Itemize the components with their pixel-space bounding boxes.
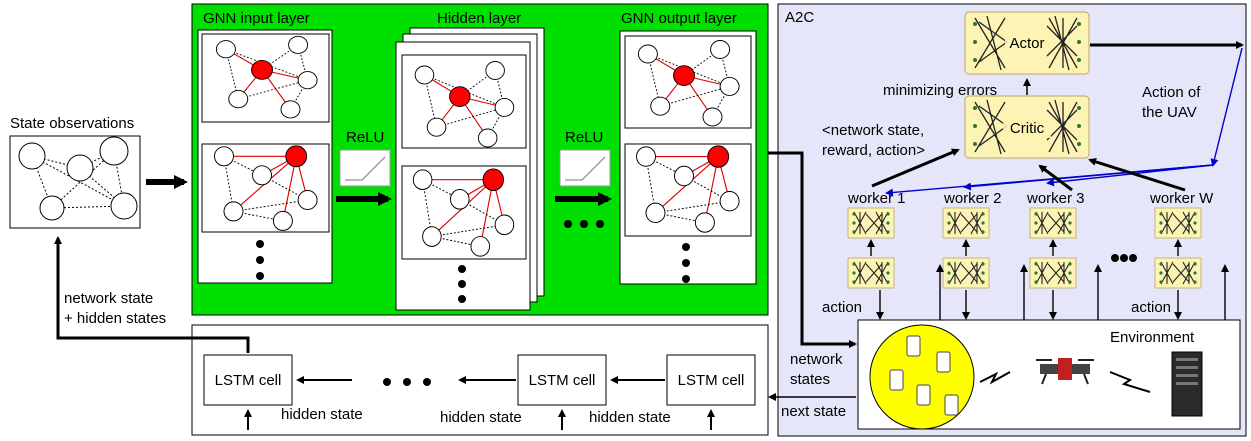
worker-1-networks — [847, 207, 895, 289]
hidden-layer-label: Hidden layer — [437, 10, 521, 27]
lstm-cell-1 — [203, 354, 293, 406]
ellipsis-dots-lstm — [383, 378, 431, 386]
worker-3-networks — [1029, 207, 1077, 289]
server-icon — [1171, 351, 1203, 417]
relu-plot-1 — [339, 149, 391, 187]
lightning-link-2 — [1109, 371, 1151, 393]
hidden-state-inputs — [244, 409, 715, 430]
action-label-worker-w: action — [1131, 299, 1171, 316]
lstm-cell-3 — [666, 354, 756, 406]
critic-label: Critic — [1010, 120, 1045, 137]
feedback-label-2: + hidden states — [64, 310, 166, 327]
worker-2-networks — [942, 207, 990, 289]
worker-label-2: worker 2 — [943, 190, 1002, 207]
critic-input-label-2: reward, action> — [822, 142, 925, 159]
uav-icon — [1036, 358, 1094, 385]
relu-plot-2 — [559, 149, 611, 187]
workers-to-critic-arrows — [871, 148, 1186, 192]
worker-label-w: worker W — [1149, 190, 1214, 207]
ellipsis-dots-gnn — [564, 220, 604, 228]
hidden-state-label-2: hidden state — [440, 409, 522, 426]
lstm-cell-label-2: LSTM cell — [529, 372, 596, 389]
lstm-to-observations-arrow — [54, 236, 250, 353]
hidden-layer — [395, 27, 545, 311]
worker-label-3: worker 3 — [1026, 190, 1085, 207]
network-states-label-1: network — [790, 351, 843, 368]
gnn-input-layer-label: GNN input layer — [203, 10, 310, 27]
action-of-uav-label-2: the UAV — [1142, 104, 1197, 121]
ellipsis-dots-workers — [1111, 254, 1137, 262]
action-label-worker-1: action — [822, 299, 862, 316]
network-states-label-2: states — [790, 371, 830, 388]
state-observations-graph — [9, 135, 141, 229]
environment-label: Environment — [1110, 329, 1195, 346]
gnn-input-layer — [197, 29, 333, 284]
lightning-link-1 — [979, 371, 1011, 385]
next-state-label: next state — [781, 403, 846, 420]
a2c-label: A2C — [785, 9, 814, 26]
lstm-cell-label-1: LSTM cell — [215, 372, 282, 389]
worker-w-networks — [1154, 207, 1202, 289]
lstm-cell-2 — [517, 354, 607, 406]
feedback-label-1: network state — [64, 290, 153, 307]
device-cluster — [869, 324, 975, 430]
critic-input-label-1: <network state, — [822, 122, 924, 139]
worker-label-1: worker 1 — [847, 190, 906, 207]
action-of-uav-label-1: Action of — [1142, 84, 1201, 101]
relu-label-1: ReLU — [346, 129, 384, 146]
lstm-cell-label-3: LSTM cell — [678, 372, 745, 389]
gnn-to-environment-arrow — [768, 151, 857, 348]
gnn-output-layer — [619, 30, 757, 285]
hidden-state-label-3: hidden state — [589, 409, 671, 426]
state-observations-label: State observations — [10, 115, 134, 132]
actor-label: Actor — [1009, 35, 1044, 52]
worker-environment-arrows — [876, 264, 1229, 320]
hidden-state-label-1: hidden state — [281, 406, 363, 423]
gnn-output-layer-label: GNN output layer — [621, 10, 737, 27]
relu-label-2: ReLU — [565, 129, 603, 146]
minimizing-errors-label: minimizing errors — [883, 82, 997, 99]
